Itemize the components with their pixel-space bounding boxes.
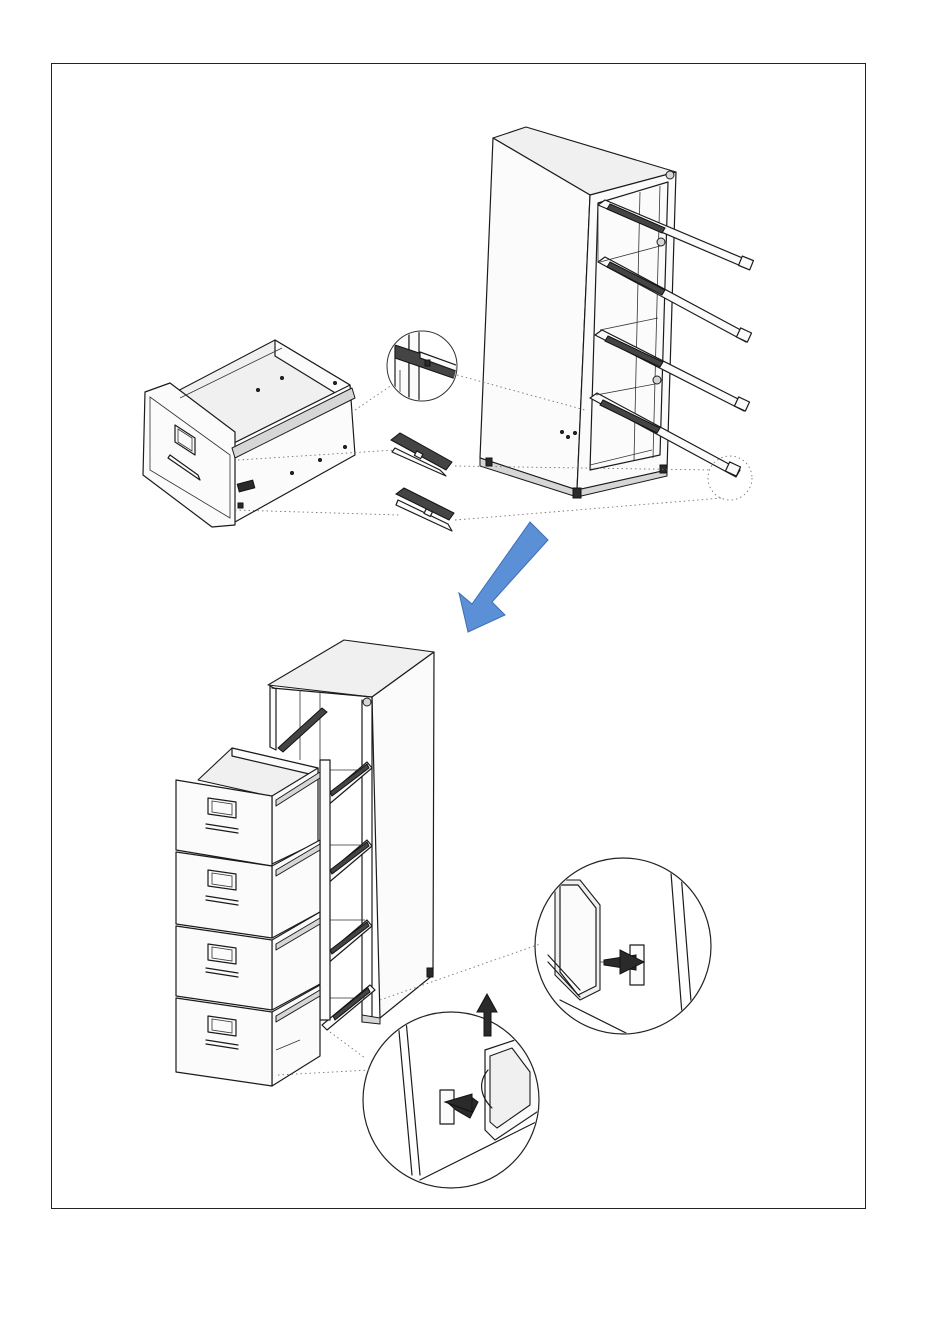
lock-detail-callout-top [535,858,711,1040]
drawer-1 [176,748,320,866]
drawer [143,340,355,527]
rail-clip-2 [396,488,454,531]
rail-detail-callout [387,325,470,405]
direction-arrow-icon [459,522,548,632]
lock-detail-callout-bottom [363,994,540,1188]
step-2-figure [176,640,711,1188]
step-1-figure [143,127,753,531]
rail-clip-1 [391,433,452,476]
cabinet-body [480,127,676,498]
